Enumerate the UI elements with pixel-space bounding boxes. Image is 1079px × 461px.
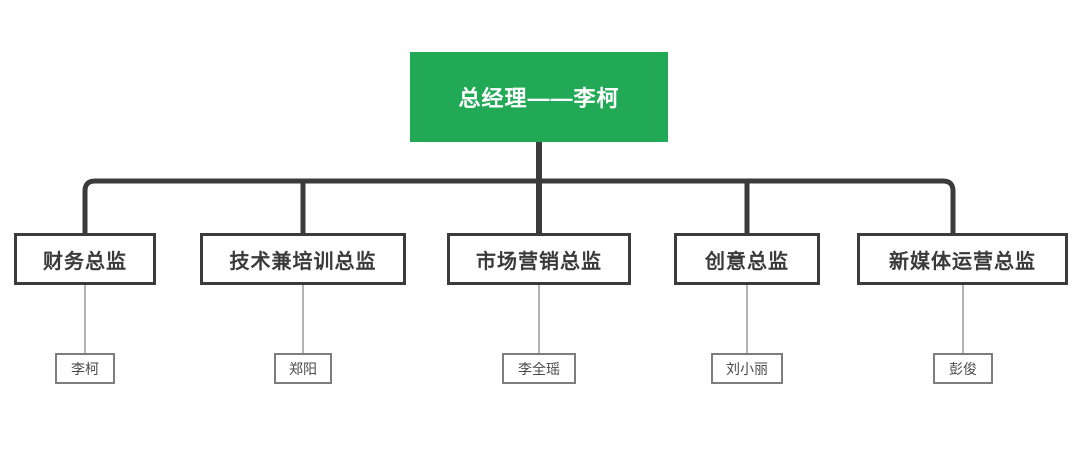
root-node-general-manager: 总经理——李柯 (410, 52, 668, 142)
department-node-finance: 财务总监 (14, 233, 156, 285)
person-node-4: 刘小丽 (711, 353, 783, 384)
person-node-1: 李柯 (55, 353, 115, 384)
person-node-5: 彭俊 (933, 353, 993, 384)
department-node-new-media: 新媒体运营总监 (857, 233, 1068, 285)
person-node-3: 李全瑶 (502, 353, 576, 384)
horizontal-rail-line (82, 178, 956, 233)
department-node-creative: 创意总监 (674, 233, 820, 285)
department-node-tech-training: 技术兼培训总监 (200, 233, 406, 285)
department-node-marketing: 市场营销总监 (447, 233, 631, 285)
person-node-2: 郑阳 (274, 353, 332, 384)
